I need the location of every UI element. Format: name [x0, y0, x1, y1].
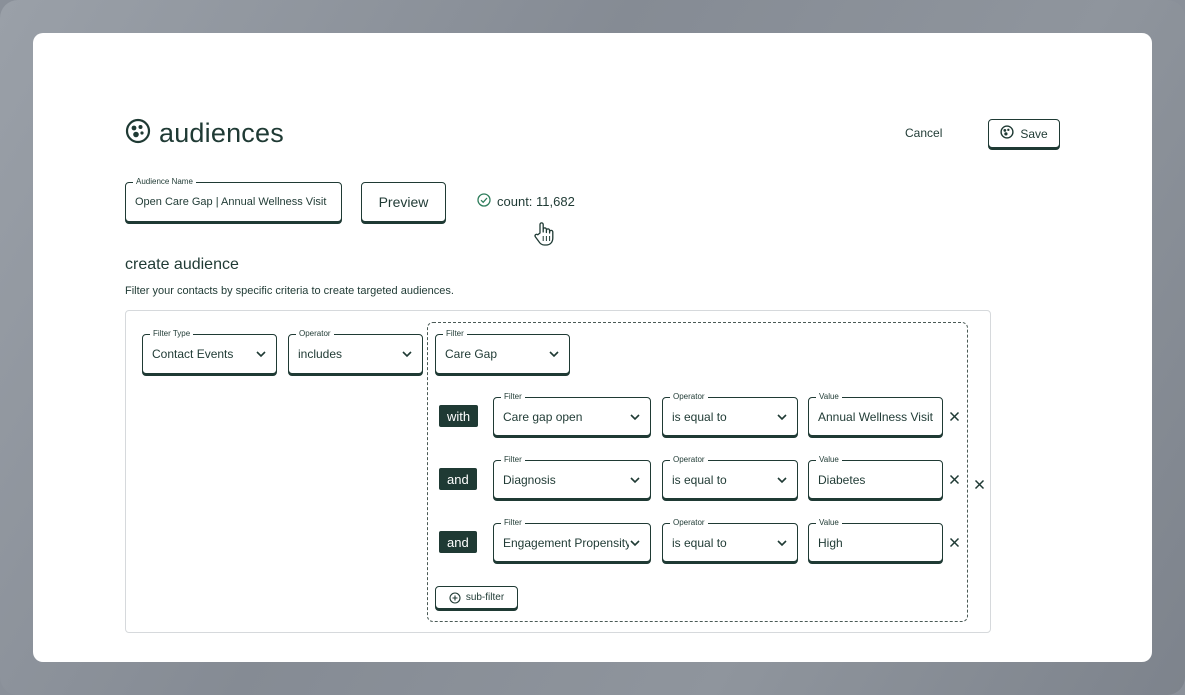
- chevron-down-icon: [777, 539, 787, 546]
- chevron-down-icon: [256, 351, 266, 358]
- connector-with: with: [439, 405, 479, 427]
- operator-label: Operator: [296, 328, 334, 340]
- audience-icon: [125, 118, 151, 149]
- filter-label: Filter: [443, 328, 467, 340]
- save-button[interactable]: Save: [988, 119, 1060, 148]
- sub-filter-select[interactable]: Filter Engagement Propensity: [493, 517, 651, 562]
- close-icon[interactable]: [949, 411, 960, 422]
- add-sub-filter-button[interactable]: sub-filter: [435, 586, 518, 609]
- save-button-label: Save: [1020, 126, 1048, 141]
- operator-select[interactable]: Operator includes: [288, 328, 423, 374]
- sub-value-label: Value: [816, 391, 842, 403]
- sub-value-label: Value: [816, 454, 842, 466]
- sub-filter-label: Filter: [501, 517, 525, 529]
- sub-operator-select[interactable]: Operator is equal to: [662, 391, 798, 436]
- sub-filter-label: sub-filter: [465, 592, 505, 603]
- count-text: count: 11,682: [497, 194, 575, 209]
- audience-name-field[interactable]: Audience Name Open Care Gap | Annual Wel…: [125, 176, 342, 222]
- sub-filter-value: Engagement Propensity: [503, 535, 629, 550]
- sub-value-label: Value: [816, 517, 842, 529]
- sub-filter-select[interactable]: Filter Diagnosis: [493, 454, 651, 499]
- chevron-down-icon: [777, 476, 787, 483]
- filter-group: [427, 322, 968, 622]
- sub-value-value: Diabetes: [818, 472, 866, 487]
- chevron-down-icon: [549, 351, 559, 358]
- filter-type-value: Contact Events: [152, 347, 234, 361]
- audience-name-label: Audience Name: [133, 176, 196, 188]
- chevron-down-icon: [630, 539, 640, 546]
- sub-filter-label: Filter: [501, 454, 525, 466]
- sub-filter-label: Filter: [501, 391, 525, 403]
- sub-operator-label: Operator: [670, 454, 708, 466]
- close-icon[interactable]: [974, 479, 985, 490]
- chevron-down-icon: [402, 351, 412, 358]
- sub-operator-label: Operator: [670, 517, 708, 529]
- preview-button[interactable]: Preview: [361, 182, 446, 222]
- sub-value-value: High: [818, 535, 843, 550]
- sub-operator-value: is equal to: [672, 409, 727, 424]
- page-title: audiences: [159, 118, 284, 148]
- sub-value-input[interactable]: Value Diabetes: [808, 454, 943, 499]
- filter-builder-panel: [125, 310, 991, 633]
- sub-value-input[interactable]: Value High: [808, 517, 943, 562]
- sub-value-input[interactable]: Value Annual Wellness Visit: [808, 391, 943, 436]
- page-header: audiences: [125, 118, 284, 149]
- cancel-button[interactable]: Cancel: [905, 126, 943, 140]
- filter-select[interactable]: Filter Care Gap: [435, 328, 570, 374]
- audience-count: count: 11,682: [477, 193, 575, 210]
- check-circle-icon: [477, 193, 491, 210]
- sub-filter-value: Diagnosis: [503, 472, 556, 487]
- chevron-down-icon: [630, 413, 640, 420]
- sub-operator-value: is equal to: [672, 472, 727, 487]
- sub-operator-select[interactable]: Operator is equal to: [662, 517, 798, 562]
- sub-operator-label: Operator: [670, 391, 708, 403]
- sub-filter-select[interactable]: Filter Care gap open: [493, 391, 651, 436]
- plus-circle-icon: [449, 591, 461, 604]
- sub-value-value: Annual Wellness Visit: [818, 409, 933, 424]
- sub-operator-select[interactable]: Operator is equal to: [662, 454, 798, 499]
- section-description: Filter your contacts by specific criteri…: [125, 285, 454, 297]
- filter-type-select[interactable]: Filter Type Contact Events: [142, 328, 277, 374]
- sub-filter-value: Care gap open: [503, 409, 583, 424]
- filter-type-label: Filter Type: [150, 328, 194, 340]
- audience-editor-card: audiences Cancel Save Audience Name Open…: [33, 33, 1152, 662]
- chevron-down-icon: [777, 413, 787, 420]
- section-title: create audience: [125, 256, 239, 273]
- operator-value: includes: [298, 347, 343, 361]
- connector-and: and: [439, 468, 477, 490]
- sub-operator-value: is equal to: [672, 535, 727, 550]
- audience-name-value: Open Care Gap | Annual Wellness Visit: [135, 196, 327, 208]
- audience-icon: [1000, 125, 1014, 142]
- chevron-down-icon: [630, 476, 640, 483]
- filter-value: Care Gap: [445, 347, 498, 361]
- close-icon[interactable]: [949, 474, 960, 485]
- hand-cursor-icon: [531, 220, 557, 253]
- close-icon[interactable]: [949, 537, 960, 548]
- connector-and: and: [439, 531, 477, 553]
